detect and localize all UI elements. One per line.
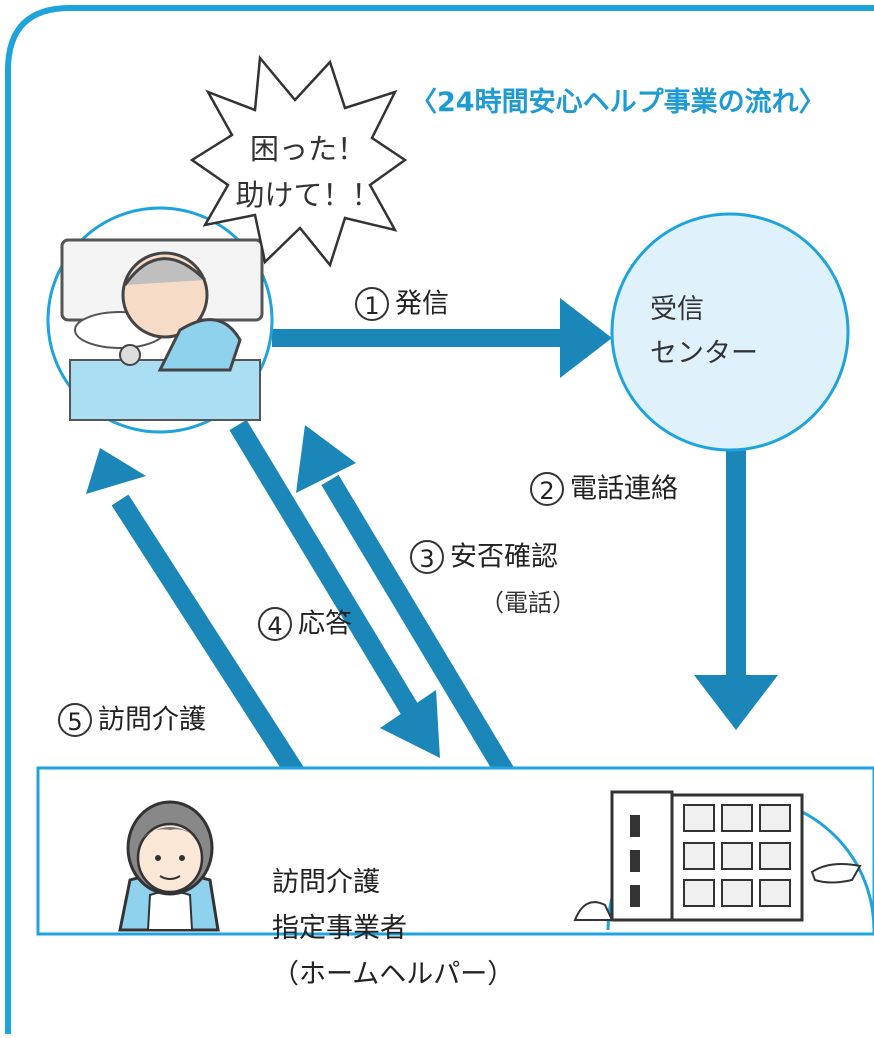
reception-center-circle [610, 212, 850, 452]
arrow-step-4 [229, 419, 440, 758]
help-bubble-text: 困った！ 助けて！！ [228, 126, 388, 218]
arrow-step-1 [272, 298, 612, 378]
step-4-text: 応答 [298, 608, 352, 640]
agency-label: 訪問介護 指定事業者 （ホームヘルパー） [272, 860, 514, 998]
diagram-title: 〈24時間安心ヘルプ事業の流れ〉 [410, 87, 826, 118]
agency-line-3: （ホームヘルパー） [272, 959, 515, 990]
outer-frame [5, 5, 874, 1034]
step-2-text: 電話連絡 [570, 473, 678, 505]
step-1-number: 1 [355, 287, 389, 321]
reception-center-label: 受信 センター [650, 288, 758, 376]
agency-line-1: 訪問介護 [272, 867, 380, 898]
home-helper-illustration [118, 800, 220, 932]
step-3-text: 安否確認 [450, 541, 558, 573]
elderly-person-illustration [46, 206, 274, 434]
arrow-step-5 [86, 448, 304, 778]
step-1-text: 発信 [395, 288, 449, 320]
step-5-number: 5 [58, 703, 92, 737]
step-3-subtext: （電話） [480, 589, 576, 617]
agency-line-2: 指定事業者 [272, 913, 407, 944]
help-speech-bubble [189, 54, 408, 268]
help-line-2: 助けて！！ [235, 178, 381, 212]
step-3-number: 3 [410, 540, 444, 574]
step-4-number: 4 [258, 607, 292, 641]
center-line-1: 受信 [650, 294, 704, 325]
step-2-number: 2 [530, 472, 564, 506]
building-illustration [573, 790, 874, 931]
center-line-2: センター [650, 338, 758, 369]
help-line-1: 困った！ [249, 132, 366, 166]
step-5-text: 訪問介護 [98, 704, 206, 736]
arrow-step-3 [296, 425, 514, 778]
arrow-step-2 [694, 450, 778, 730]
